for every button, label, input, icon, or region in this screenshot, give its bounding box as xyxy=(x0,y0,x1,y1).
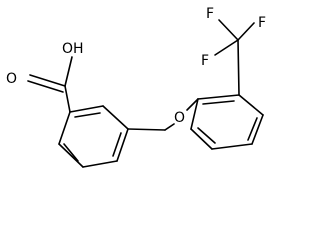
ring1-bond xyxy=(116,128,129,162)
carboxylic-acid-group: OH O xyxy=(6,41,84,113)
ring2-bond xyxy=(190,98,199,130)
bond-c-f-bottom xyxy=(214,39,239,56)
atom-label-f-right: F xyxy=(258,15,266,31)
ring2-bond xyxy=(197,94,240,100)
bond-c-f-right xyxy=(237,22,255,41)
ring2-bond xyxy=(190,128,213,150)
ring2-inner-bond xyxy=(197,127,216,144)
ring1-bond xyxy=(82,160,118,168)
trifluoromethylphenyl-ring xyxy=(190,94,264,150)
ring1-inner-bond xyxy=(63,143,79,162)
molecule-structure-diagram: OH O O F F F xyxy=(6,6,266,168)
atom-label-f-left: F xyxy=(206,6,214,22)
ring1-inner-bond xyxy=(112,132,122,157)
bond-c-oh xyxy=(64,56,73,87)
ring1-bond xyxy=(69,105,104,113)
benzoic-ring xyxy=(58,105,129,168)
bond-c-o-double-1 xyxy=(29,74,66,87)
atom-label-oh: OH xyxy=(62,41,84,57)
ring2-bond xyxy=(251,114,264,145)
bond-ring-ch2 xyxy=(127,128,166,131)
ring2-bond xyxy=(238,94,264,116)
bond-ring-cf3 xyxy=(237,39,240,96)
ring2-inner-bond xyxy=(247,117,258,141)
trifluoromethyl-group: F F F xyxy=(201,6,266,96)
bond-o-ring xyxy=(186,98,199,111)
ring1-inner-bond xyxy=(74,112,101,118)
atom-label-ether-o: O xyxy=(174,110,185,126)
atom-label-f-bottom: F xyxy=(201,53,209,69)
ring1-bond xyxy=(58,143,84,168)
bond-ch2-o xyxy=(164,123,175,131)
ring1-bond xyxy=(102,105,129,130)
methylene-ether-linker: O xyxy=(127,98,199,131)
atom-label-carbonyl-o: O xyxy=(6,71,17,87)
bond-c-f-left xyxy=(218,19,239,41)
ring1-bond xyxy=(58,111,71,145)
ring2-inner-bond xyxy=(202,100,235,105)
bond-c-o-double-2 xyxy=(27,80,64,93)
bond-c-ring xyxy=(64,85,71,113)
ring2-bond xyxy=(211,143,253,150)
